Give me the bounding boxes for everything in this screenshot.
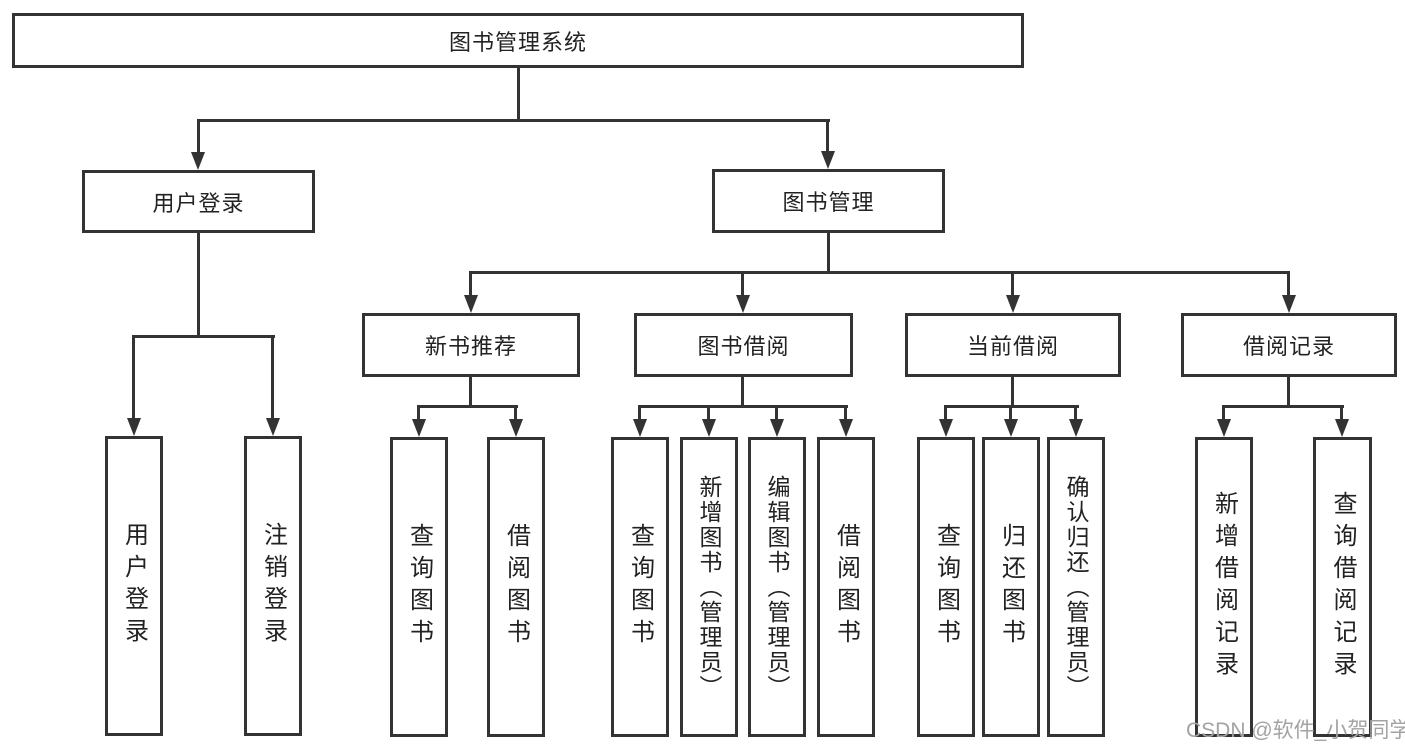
connector (1340, 405, 1343, 421)
arrowhead-down (633, 419, 647, 437)
arrowhead-down (702, 419, 716, 437)
arrowhead-down (939, 419, 953, 437)
arrowhead-down (464, 295, 478, 313)
arrowhead-down (1217, 419, 1231, 437)
arrowhead-down (1335, 419, 1349, 437)
connector (1287, 271, 1290, 297)
arrowhead-down (1004, 419, 1018, 437)
node-book-borrow: 图书借阅 (634, 313, 853, 377)
arrowhead-down (1069, 419, 1083, 437)
connector (707, 405, 710, 421)
arrowhead-down (839, 419, 853, 437)
watermark: CSDN @软件_小贺同学 (1186, 719, 1405, 742)
connector (197, 119, 830, 122)
connector (197, 233, 200, 337)
leaf-add-borrow-record: 新增借阅记录 (1195, 437, 1253, 737)
leaf-user-login: 用户登录 (105, 436, 163, 736)
node-new-book-recommend: 新书推荐 (362, 313, 580, 377)
leaf-query-books-borrow: 查询图书 (611, 437, 669, 737)
leaf-return-book: 归还图书 (982, 437, 1040, 737)
connector (197, 119, 200, 154)
connector (741, 377, 744, 407)
node-current-borrow: 当前借阅 (905, 313, 1121, 377)
connector (1011, 377, 1014, 407)
connector (469, 377, 472, 407)
node-borrow-record: 借阅记录 (1181, 313, 1397, 377)
leaf-borrow-books: 借阅图书 (817, 437, 875, 737)
arrowhead-down (127, 418, 141, 436)
arrowhead-down (736, 295, 750, 313)
connector (1222, 405, 1225, 421)
connector (1074, 405, 1077, 421)
connector (132, 335, 275, 338)
connector (844, 405, 847, 421)
node-library-system: 图书管理系统 (12, 13, 1024, 68)
connector (132, 335, 135, 419)
arrowhead-down (821, 151, 835, 169)
leaf-confirm-return-admin: 确认归还（管理员） (1047, 437, 1105, 737)
connector (944, 405, 947, 421)
leaf-add-book-admin: 新增图书（管理员） (680, 437, 738, 737)
arrowhead-down (412, 419, 426, 437)
connector (517, 66, 520, 121)
leaf-edit-book-admin: 编辑图书（管理员） (748, 437, 806, 737)
node-book-management: 图书管理 (712, 169, 945, 233)
connector (271, 335, 274, 419)
leaf-query-borrow-record: 查询借阅记录 (1313, 437, 1372, 737)
arrowhead-down (1282, 295, 1296, 313)
connector (514, 405, 517, 421)
connector (469, 271, 472, 297)
arrowhead-down (770, 419, 784, 437)
arrowhead-down (509, 419, 523, 437)
connector (775, 405, 778, 421)
leaf-borrow-books-recommend: 借阅图书 (487, 437, 545, 737)
connector (826, 119, 829, 153)
connector (417, 405, 518, 408)
connector (469, 271, 1290, 274)
arrowhead-down (1006, 295, 1020, 313)
connector (1222, 405, 1344, 408)
node-user-login: 用户登录 (82, 170, 315, 233)
connector (827, 233, 830, 273)
leaf-query-books-current: 查询图书 (917, 437, 975, 737)
arrowhead-down (191, 152, 205, 170)
connector (638, 405, 848, 408)
connector (1011, 271, 1014, 297)
leaf-query-books-recommend: 查询图书 (390, 437, 448, 737)
connector (417, 405, 420, 421)
leaf-logout: 注销登录 (244, 436, 302, 736)
connector (1287, 377, 1290, 407)
arrowhead-down (266, 418, 280, 436)
connector (638, 405, 641, 421)
connector (741, 271, 744, 297)
connector (1009, 405, 1012, 421)
